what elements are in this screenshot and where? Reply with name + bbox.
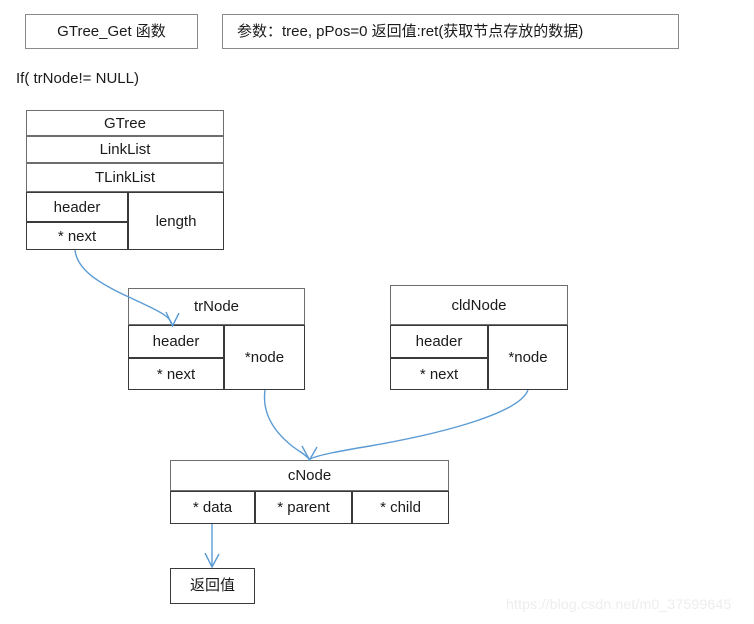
cnode-field-parent: * parent (255, 491, 352, 524)
cnode-field-child: * child (352, 491, 449, 524)
gtree-next-label: * next (57, 227, 97, 245)
gtree-title-row-tlinklist: TLinkList (26, 163, 224, 192)
trnode-field-node: *node (224, 325, 305, 390)
function-name-label: GTree_Get 函数 (57, 22, 166, 40)
function-signature-box: 参数：tree, pPos=0 返回值:ret(获取节点存放的数据) (222, 14, 679, 49)
cnode-data-label: * data (192, 499, 233, 516)
connector-trnode-to-cnode (263, 389, 318, 462)
gtree-field-header: header (26, 192, 128, 222)
trnode-next-label: * next (156, 365, 196, 383)
trnode-label: trNode (193, 298, 240, 315)
function-name-box: GTree_Get 函数 (25, 14, 198, 49)
cldnode-next-label: * next (419, 365, 459, 383)
cldnode-node-label: *node (508, 349, 548, 366)
cnode-label: cNode (287, 467, 332, 484)
cldnode-header-label: header (415, 333, 463, 350)
connector-cldnode-to-cnode (309, 389, 529, 460)
gtree-field-next: * next (26, 222, 128, 250)
cldnode-field-header: header (390, 325, 488, 358)
gtree-field-length: length (128, 192, 224, 250)
trnode-node-label: *node (244, 349, 285, 366)
linklist-label: LinkList (99, 141, 151, 158)
gtree-title-row-linklist: LinkList (26, 136, 224, 163)
watermark-text: https://blog.csdn.net/m0_37599645 (506, 596, 732, 612)
trnode-field-next: * next (128, 358, 224, 390)
cldnode-field-node: *node (488, 325, 568, 390)
trnode-header-label: header (152, 333, 200, 350)
gtree-length-label: length (155, 212, 197, 230)
trnode-field-header: header (128, 325, 224, 358)
condition-text: If( trNode!= NULL) (16, 70, 139, 87)
return-value-label: 返回值 (189, 577, 235, 594)
cnode-title-row: cNode (170, 460, 449, 491)
return-value-box: 返回值 (170, 568, 255, 604)
tlinklist-label: TLinkList (94, 169, 156, 186)
gtree-header-label: header (53, 198, 101, 216)
cldnode-title-row: cldNode (390, 285, 568, 325)
gtree-label: GTree (104, 114, 146, 132)
trnode-title-row: trNode (128, 288, 305, 325)
cldnode-label: cldNode (451, 296, 507, 314)
cnode-parent-label: * parent (277, 499, 330, 516)
function-signature-label: 参数：tree, pPos=0 返回值:ret(获取节点存放的数据) (237, 22, 584, 40)
gtree-title-row-gtree: GTree (26, 110, 224, 136)
cnode-field-data: * data (170, 491, 255, 524)
cldnode-field-next: * next (390, 358, 488, 390)
connector-cnode-to-return (204, 524, 220, 569)
cnode-child-label: * child (380, 499, 421, 516)
